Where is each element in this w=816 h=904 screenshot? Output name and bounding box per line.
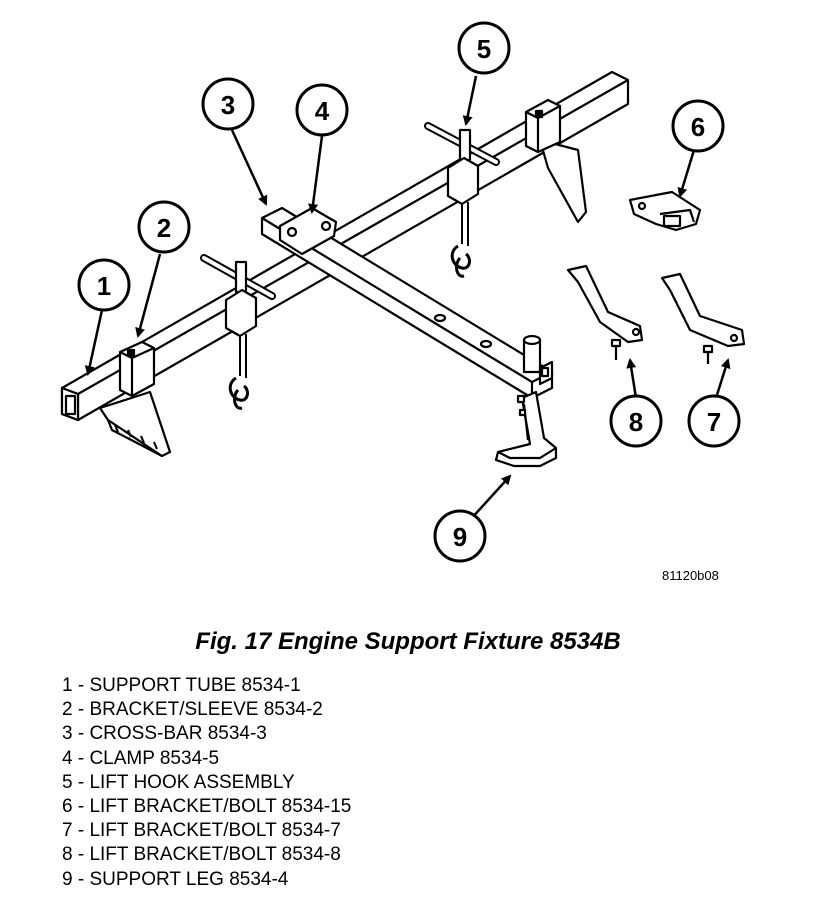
callout-circle-1 [77,258,131,312]
lift-hook-assembly-front [200,254,276,410]
callout-circle-4 [295,83,349,137]
legend-item: 6 - LIFT BRACKET/BOLT 8534-15 [62,796,352,818]
callout-5: 5 [477,34,491,64]
legend-item: 7 - LIFT BRACKET/BOLT 8534-7 [62,820,341,842]
lift-bracket-8 [566,264,644,360]
callout-4: 4 [315,96,330,126]
callout-circle-6 [671,99,725,153]
callout-circle-5 [457,21,511,75]
engine-support-fixture-drawing: 1 2 3 4 5 6 7 8 9 [60,21,746,563]
cross-bar [260,206,554,400]
legend-item: 5 - LIFT HOOK ASSEMBLY [62,771,295,793]
callout-1: 1 [97,271,111,301]
lift-hook-assembly-rear [424,122,500,278]
figure-caption: Fig. 17 Engine Support Fixture 8534B [195,628,621,655]
legend-item: 2 - BRACKET/SLEEVE 8534-2 [62,699,323,721]
legend-item: 8 - LIFT BRACKET/BOLT 8534-8 [62,844,341,866]
parts-legend: 1 - SUPPORT TUBE 8534-1 2 - BRACKET/SLEE… [62,674,351,892]
legend-item: 4 - CLAMP 8534-5 [62,747,220,769]
lift-bracket-7 [660,272,746,364]
callout-circle-8 [609,394,663,448]
callout-9: 9 [453,522,467,552]
figure-reference-code: 81120b08 [662,568,719,583]
callout-circle-2 [137,200,191,254]
lift-bracket-6 [628,190,702,232]
legend-item: 1 - SUPPORT TUBE 8534-1 [62,675,301,696]
callout-circle-3 [201,77,255,131]
callout-8: 8 [629,407,643,437]
callout-6: 6 [691,112,705,142]
support-leg [494,390,558,468]
callout-3: 3 [221,90,235,120]
callout-circle-7 [687,394,741,448]
bracket-sleeve [118,98,562,398]
callout-2: 2 [157,213,171,243]
legend-item: 3 - CROSS-BAR 8534-3 [62,723,267,745]
callout-7: 7 [707,407,721,437]
callout-circle-9 [433,509,487,563]
legend-item: 9 - SUPPORT LEG 8534-4 [62,868,289,890]
